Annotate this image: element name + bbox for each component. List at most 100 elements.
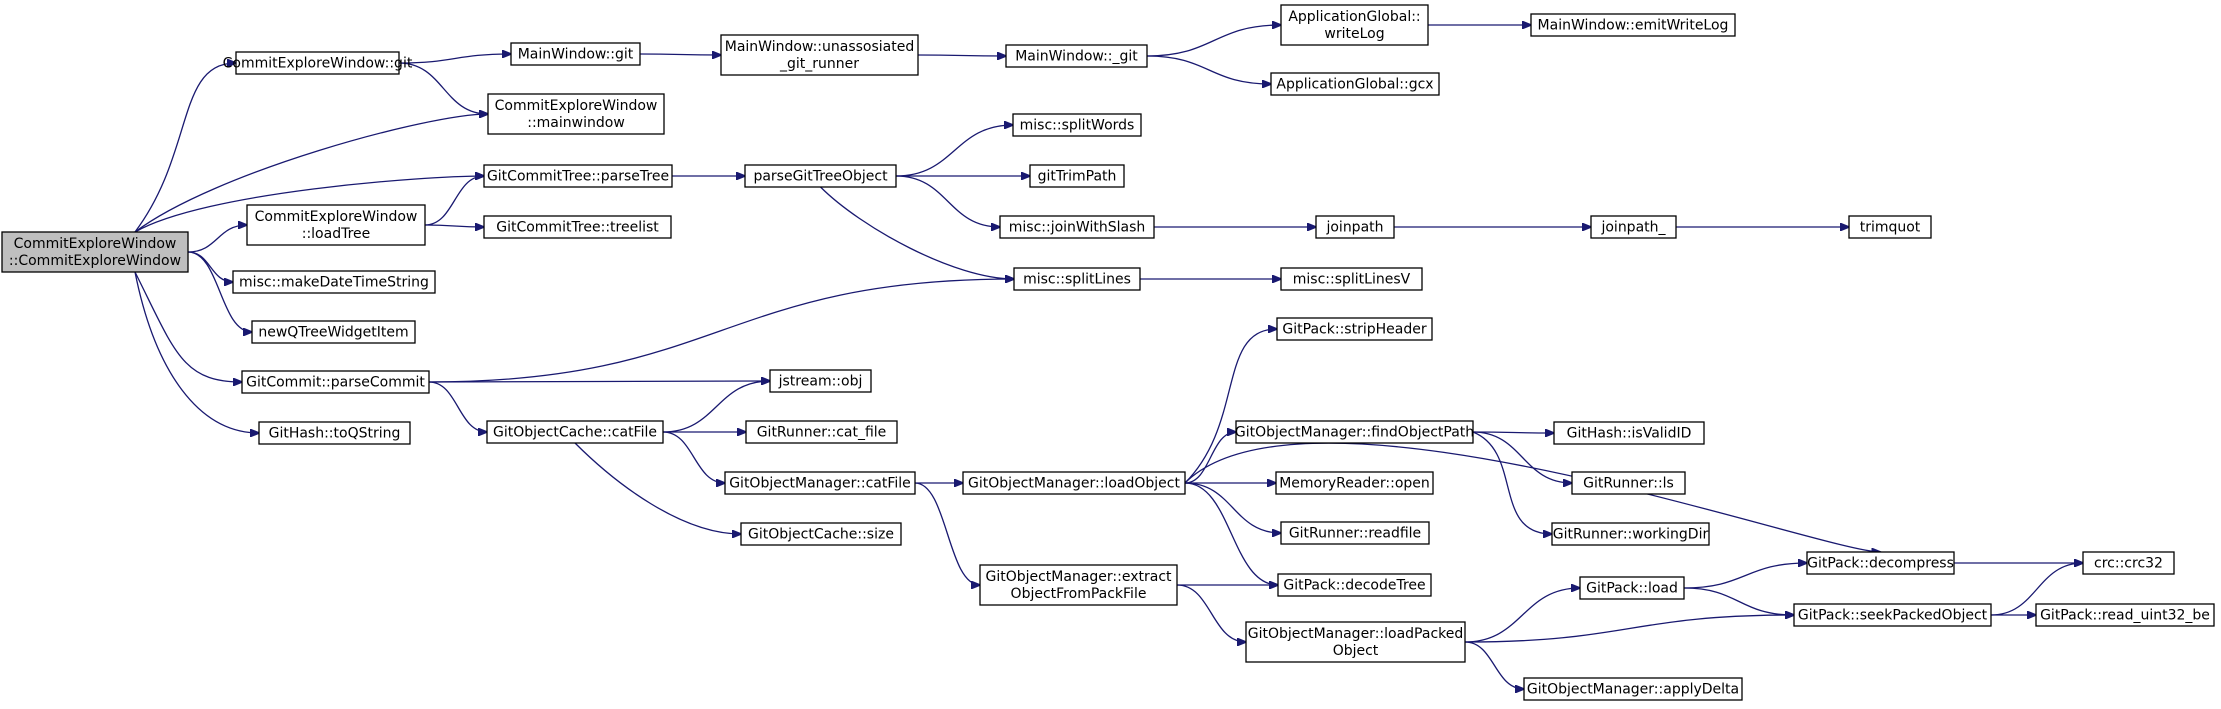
node-parsegittree[interactable]: parseGitTreeObject — [744, 164, 897, 188]
edge-gom_loadobject-to-gr_readfile — [1184, 482, 1281, 533]
edge-root-to-gh_toqstring — [134, 271, 259, 433]
node-misc_splitwords[interactable]: misc::splitWords — [1012, 113, 1142, 137]
node-cew_git[interactable]: CommitExploreWindow::git — [223, 51, 413, 75]
node-gh_toqstring[interactable]: GitHash::toQString — [258, 421, 411, 445]
edge-parsegittree-to-misc_splitwords — [895, 125, 1013, 177]
node-label: joinpath — [1325, 220, 1383, 236]
node-box — [1235, 420, 1474, 444]
node-label: GitObjectManager::extract — [985, 569, 1172, 585]
edge-gc_parsecommit-to-misc_splitlines — [428, 279, 1014, 383]
node-gom_loadobject[interactable]: GitObjectManager::loadObject — [962, 471, 1186, 495]
node-gom_applydelta[interactable]: GitObjectManager::applyDelta — [1523, 677, 1743, 701]
node-box — [744, 164, 897, 188]
edge-mw__git-to-ag_gcx — [1146, 55, 1271, 84]
node-label: GitPack::stripHeader — [1282, 322, 1426, 338]
node-misc_joinwithslash[interactable]: misc::joinWithSlash — [999, 215, 1155, 239]
node-label: _git_runner — [779, 56, 859, 72]
node-gr_ls[interactable]: GitRunner::ls — [1571, 471, 1686, 495]
edge-gp_load-to-gp_seekpacked — [1683, 587, 1794, 615]
node-gr_catfile[interactable]: GitRunner::cat_file — [745, 420, 898, 444]
node-label: MainWindow::emitWriteLog — [1538, 18, 1729, 34]
node-mw_emitwritelog[interactable]: MainWindow::emitWriteLog — [1530, 13, 1736, 37]
node-gp_decompress[interactable]: GitPack::decompress — [1806, 551, 1955, 575]
node-gittrimpath[interactable]: gitTrimPath — [1029, 164, 1125, 188]
node-misc_makedate[interactable]: misc::makeDateTimeString — [232, 270, 436, 294]
edge-mw__git-to-ag_writelog — [1146, 25, 1281, 57]
node-box — [1523, 677, 1743, 701]
node-misc_splitlinesv[interactable]: misc::splitLinesV — [1280, 267, 1423, 291]
node-gr_workingdir[interactable]: GitRunner::workingDir — [1551, 522, 1710, 546]
node-label: GitPack::decodeTree — [1283, 578, 1425, 594]
node-box — [251, 320, 416, 344]
node-ag_gcx[interactable]: ApplicationGlobal::gcx — [1270, 72, 1440, 96]
node-misc_splitlines[interactable]: misc::splitLines — [1013, 267, 1141, 291]
node-mw__git[interactable]: MainWindow::_git — [1005, 44, 1148, 68]
edge-gom_findobjectpath-to-gr_workingdir — [1472, 431, 1552, 534]
node-mw_unassosiated[interactable]: MainWindow::unassosiated_git_runner — [720, 34, 919, 76]
node-label: GitCommitTree::parseTree — [487, 169, 669, 185]
node-gct_treelist[interactable]: GitCommitTree::treelist — [483, 215, 672, 239]
node-crc_crc32[interactable]: crc::crc32 — [2082, 551, 2175, 575]
node-label: newQTreeWidgetItem — [258, 325, 408, 341]
node-trimquot[interactable]: trimquot — [1848, 215, 1932, 239]
node-label: ApplicationGlobal:: — [1288, 9, 1420, 25]
node-joinpath_[interactable]: joinpath_ — [1590, 215, 1677, 239]
edge-cew_loadtree-to-gct_treelist — [424, 225, 484, 227]
edge-gom_catfile-to-gom_extract — [914, 482, 980, 585]
node-ag_writelog[interactable]: ApplicationGlobal::writeLog — [1280, 4, 1429, 46]
edge-root-to-gct_parsetree — [134, 176, 484, 233]
node-joinpath[interactable]: joinpath — [1315, 215, 1395, 239]
edge-gc_parsecommit-to-jstream_obj — [428, 381, 770, 382]
node-cew_loadtree[interactable]: CommitExploreWindow::loadTree — [246, 204, 426, 246]
node-jstream_obj[interactable]: jstream::obj — [769, 369, 872, 393]
node-label: ApplicationGlobal::gcx — [1276, 77, 1433, 93]
node-gp_readuint32[interactable]: GitPack::read_uint32_be — [2035, 603, 2215, 627]
edge-gom_loadpacked-to-gom_applydelta — [1464, 641, 1524, 689]
node-gp_seekpacked[interactable]: GitPack::seekPackedObject — [1793, 603, 1992, 627]
node-box — [1280, 267, 1423, 291]
node-label: GitHash::toQString — [269, 426, 401, 442]
node-gct_parsetree[interactable]: GitCommitTree::parseTree — [483, 164, 673, 188]
node-gp_load[interactable]: GitPack::load — [1579, 576, 1685, 600]
node-gh_isvalidid[interactable]: GitHash::isValidID — [1553, 421, 1705, 445]
node-box — [1012, 113, 1142, 137]
node-box — [1315, 215, 1395, 239]
node-mw_git[interactable]: MainWindow::git — [510, 42, 641, 66]
node-gom_extract[interactable]: GitObjectManager::extractObjectFromPackF… — [979, 564, 1178, 606]
node-box — [1793, 603, 1992, 627]
node-box — [999, 215, 1155, 239]
node-box — [232, 270, 436, 294]
edge-parsegittree-to-misc_splitlines — [820, 186, 1015, 279]
node-mr_open[interactable]: MemoryReader::open — [1275, 471, 1434, 495]
node-gp_stripheader[interactable]: GitPack::stripHeader — [1276, 317, 1433, 341]
node-goc_catfile[interactable]: GitObjectCache::catFile — [486, 420, 664, 444]
node-box — [1013, 267, 1141, 291]
node-newqtree[interactable]: newQTreeWidgetItem — [251, 320, 416, 344]
node-box — [1275, 471, 1434, 495]
node-box — [1276, 317, 1433, 341]
node-gc_parsecommit[interactable]: GitCommit::parseCommit — [241, 370, 430, 394]
edge-goc_catfile-to-goc_size — [574, 442, 741, 534]
node-label: MainWindow::_git — [1015, 49, 1138, 65]
node-label: GitObjectCache::catFile — [493, 425, 657, 441]
edge-root-to-newqtree — [187, 251, 252, 332]
node-gom_findobjectpath[interactable]: GitObjectManager::findObjectPath — [1235, 420, 1474, 444]
node-label: GitObjectManager::loadObject — [968, 476, 1180, 492]
node-box — [745, 420, 898, 444]
edge-gom_findobjectpath-to-gr_ls — [1472, 431, 1572, 483]
node-gr_readfile[interactable]: GitRunner::readfile — [1280, 521, 1430, 545]
node-box — [235, 51, 400, 75]
node-box — [962, 471, 1186, 495]
node-goc_size[interactable]: GitObjectCache::size — [740, 522, 902, 546]
node-box — [2082, 551, 2175, 575]
node-label: GitRunner::cat_file — [757, 425, 887, 441]
node-box — [1848, 215, 1932, 239]
node-cew_mainwindow[interactable]: CommitExploreWindow::mainwindow — [487, 93, 665, 135]
node-gp_decodetree[interactable]: GitPack::decodeTree — [1277, 573, 1432, 597]
node-box — [1277, 573, 1432, 597]
node-box — [1806, 551, 1955, 575]
node-root[interactable]: CommitExploreWindow::CommitExploreWindow — [1, 231, 189, 273]
node-gom_catfile[interactable]: GitObjectManager::catFile — [724, 471, 916, 495]
